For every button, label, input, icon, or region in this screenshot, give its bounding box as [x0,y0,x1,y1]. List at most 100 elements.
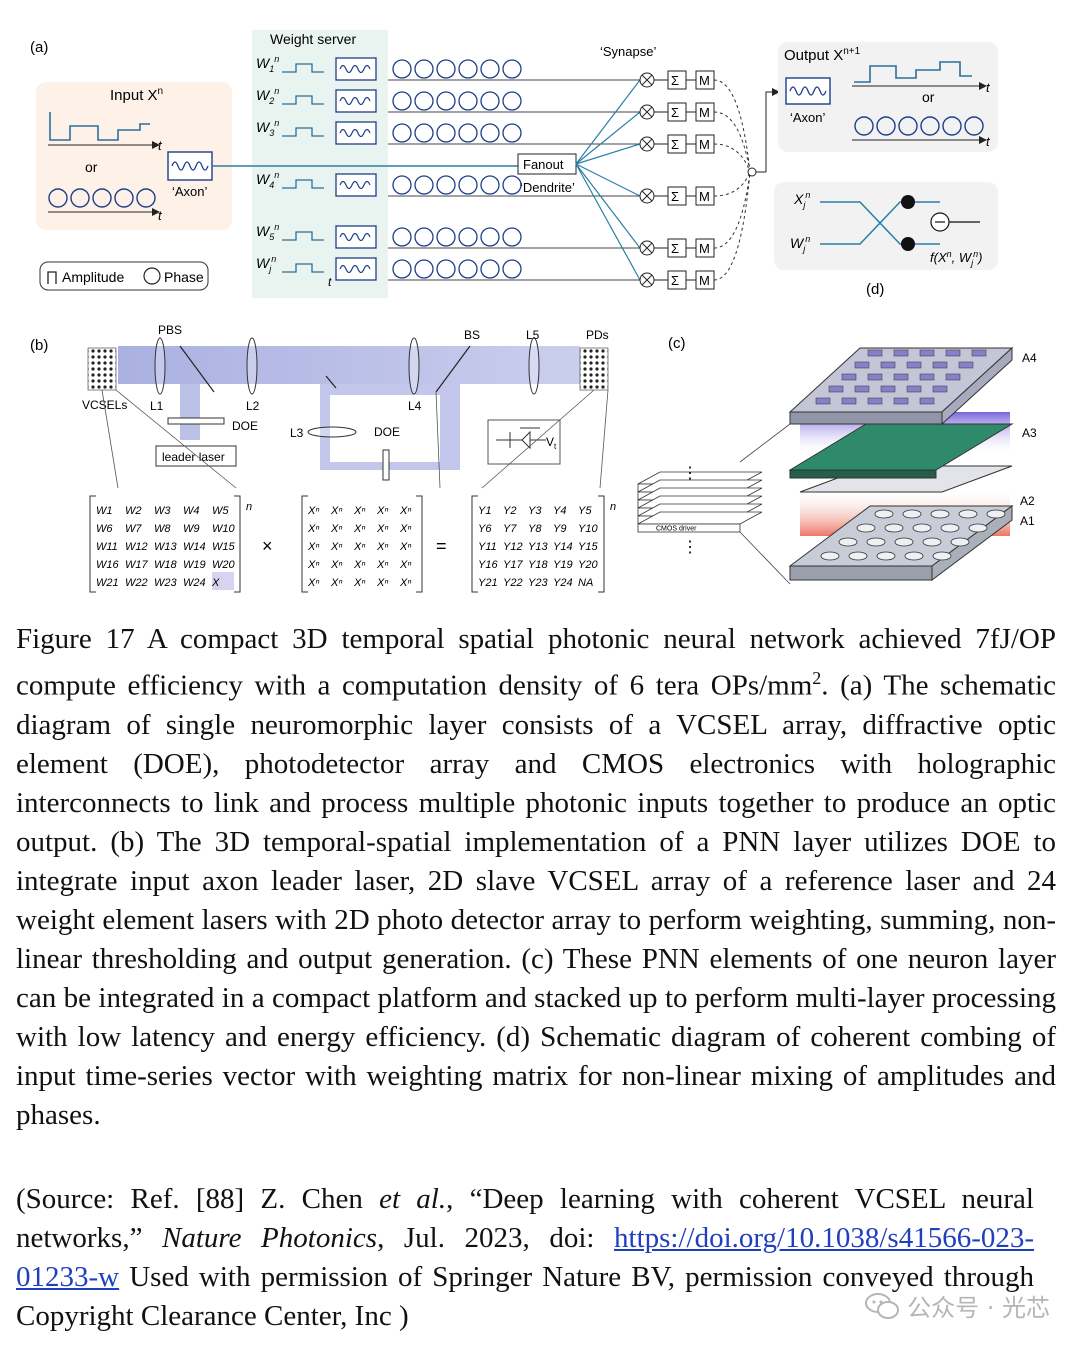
y-matrix-cell: Y5 [578,505,592,517]
input-or: or [85,159,98,175]
watermark-text: 公众号 · 光芯 [907,1294,1050,1322]
y-matrix-cell: Y24 [553,577,573,589]
weight-phase-circle [392,227,412,247]
caption-text: Figure 17 A compact 3D temporal spatial … [16,623,1056,702]
w-matrix-cell: W1 [96,505,113,517]
legend-amplitude: Amplitude [62,269,124,285]
aperture [986,509,1006,519]
detector-pad [867,397,883,405]
w-matrix-cell: W8 [154,523,171,535]
aperture [922,537,942,547]
y-matrix-cell: Y11 [478,541,497,553]
x-matrix-cell: Xⁿ [376,505,388,517]
matrix-bracket-right [598,495,605,593]
y-matrix-cell: Y4 [553,505,566,517]
y-matrix-cell: Y22 [503,577,523,589]
legend-phase: Phase [164,269,204,285]
l5-label: L5 [526,328,540,342]
m-symbol: M [699,241,710,256]
panel-d-box [774,182,998,270]
x-matrix-cell: Xⁿ [399,505,411,517]
w-matrix-cell: W17 [125,559,149,571]
a4-label: A4 [1022,351,1037,365]
y-matrix-cell: Y3 [528,505,542,517]
matrix-bracket-right [416,495,423,593]
weight-phase-circle [436,91,456,111]
x-matrix-cell: Xⁿ [307,505,319,517]
weight-trace [282,95,324,105]
weight-phase-circle [458,91,478,111]
highlight-cell [212,572,234,590]
detector-pad [880,385,896,393]
output-or: or [922,89,935,105]
w-matrix-cell: W12 [125,541,148,553]
w-matrix-cell: W21 [96,577,119,589]
x-matrix-cell: Xⁿ [376,541,388,553]
weight-phase-circle [392,175,412,195]
lens-l3 [307,426,357,438]
lens-l5 [528,337,540,395]
fanout-line [575,111,641,165]
detector-pad [854,361,870,369]
x-matrix-cell: Xⁿ [376,559,388,571]
aperture [820,551,840,561]
beam-reference [320,384,460,470]
sum-symbol: Σ [671,105,679,120]
projection-lines [101,389,609,489]
aperture [894,537,914,547]
output-phase-circles [854,116,984,136]
y-matrix-cell: Y9 [553,523,566,535]
a2-label: A2 [1020,494,1035,508]
weight-label: W5n [256,222,279,242]
doi-link[interactable]: https://doi.org/10.1038/s41566-023-01233… [16,1222,1035,1293]
panel-d: Xjn Wjn f(Xn, Wjn) (d) [774,182,998,298]
m-symbol: M [699,137,710,152]
matrix-bracket-left [471,495,478,593]
vcsel-array [87,347,117,391]
x-matrix-cell: Xⁿ [330,541,342,553]
output-axon-label: ‘Axon’ [790,110,826,125]
phase-icon [143,267,161,285]
caption-sup: 2 [812,668,822,688]
detector-pad [906,361,922,369]
aperture [932,551,952,561]
mirror-1 [325,375,337,389]
multiplier-x-icon [641,74,653,86]
synapse-label: ‘Synapse’ [600,44,656,59]
detector-pad [971,349,987,357]
weight-phase-circle [502,91,522,111]
x-matrix-cell: Xⁿ [399,577,411,589]
weight-laser [335,57,377,81]
detector-pad [906,385,922,393]
multiplier-x-icon [641,242,653,254]
bs-label: BS [464,328,480,342]
multiplier-x-icon [641,190,653,202]
aperture [968,523,988,533]
combiner-node [747,167,757,177]
aperture [940,523,960,533]
beam-leader [180,384,200,440]
w-matrix-cell: W6 [96,523,113,535]
source-etal: et al. [379,1183,447,1215]
aperture [950,537,970,547]
sum-symbol: Σ [671,137,679,152]
output-dashed-line [713,171,751,249]
y-matrix-cell: Y13 [528,541,548,553]
output-axon-wave [789,86,827,96]
weight-phase-circle [458,175,478,195]
panel-b: (b) VCSELs PDs L1 PBS L2 DOE leader lase… [30,323,616,593]
x-matrix-cell: Xⁿ [353,541,365,553]
w-matrix-cell: W11 [96,541,118,553]
y-matrix-cell: Y14 [553,541,573,553]
matrix-bracket-left [301,495,308,593]
beam-main [118,346,580,384]
weight-phase-circle [392,259,412,279]
x-matrix-cell: Xⁿ [330,577,342,589]
f-label: f(Xn, Wjn) [930,249,983,268]
detector-pad [932,385,948,393]
weight-phase-circle [392,59,412,79]
w-matrix-cell: X [211,577,220,589]
detector-pad [893,373,909,381]
